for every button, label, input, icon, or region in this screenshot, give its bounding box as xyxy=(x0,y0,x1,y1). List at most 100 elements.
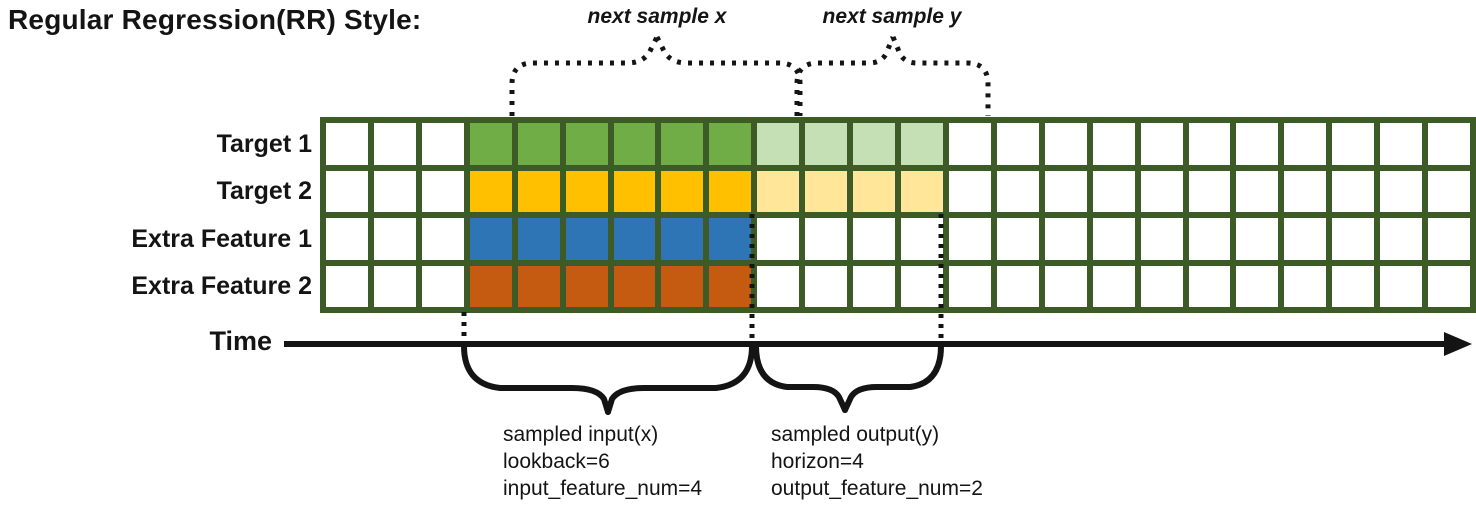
grid-cell xyxy=(1092,265,1135,307)
grid-cell xyxy=(901,170,943,212)
grid-cell xyxy=(421,170,464,212)
grid-cell xyxy=(421,218,464,260)
grid-cell xyxy=(469,170,512,212)
row-label-target-2: Target 2 xyxy=(216,177,312,205)
grid-cell xyxy=(1332,218,1375,260)
grid-cell xyxy=(326,218,368,260)
grid-cell xyxy=(709,265,752,307)
grid-cell xyxy=(805,123,848,165)
time-axis-label: Time xyxy=(209,326,272,356)
output-feature-num-value: output_feature_num=2 xyxy=(771,477,983,500)
grid-cell xyxy=(1236,123,1279,165)
grid-cell xyxy=(996,123,1039,165)
next-sample-x-label: next sample x xyxy=(587,5,727,28)
grid-cell xyxy=(373,170,416,212)
grid-cell xyxy=(1188,123,1231,165)
grid-cell xyxy=(948,170,991,212)
grid-cell xyxy=(421,265,464,307)
grid-cell xyxy=(517,218,560,260)
grid-cell xyxy=(326,123,368,165)
grid-cell xyxy=(1140,265,1183,307)
grid-cell xyxy=(613,123,656,165)
sampled-input-caption: sampled input(x) lookback=6 input_featur… xyxy=(503,421,702,502)
grid-cell xyxy=(805,170,848,212)
grid-cell xyxy=(1188,265,1231,307)
grid-cell xyxy=(469,265,512,307)
grid-cell xyxy=(1284,218,1327,260)
grid-cell xyxy=(517,170,560,212)
grid-cell xyxy=(1332,170,1375,212)
grid-cell xyxy=(661,218,704,260)
grid-cell xyxy=(1236,170,1279,212)
figure-title: Regular Regression(RR) Style: xyxy=(8,4,422,35)
grid-cell xyxy=(1092,218,1135,260)
grid-cell xyxy=(1428,265,1470,307)
grid-cell xyxy=(1188,218,1231,260)
grid-cell xyxy=(853,218,895,260)
sampled-input-title: sampled input(x) xyxy=(503,423,659,446)
grid-cell xyxy=(1428,218,1470,260)
grid-cell xyxy=(469,218,512,260)
grid-cell xyxy=(901,218,943,260)
grid-cell xyxy=(661,170,704,212)
grid-cell xyxy=(373,265,416,307)
sample-grid xyxy=(320,117,1476,313)
grid-cell xyxy=(1044,123,1087,165)
grid-cell xyxy=(1428,170,1470,212)
grid-cell xyxy=(421,123,464,165)
grid-cell xyxy=(517,123,560,165)
row-label-extra-feature-1: Extra Feature 1 xyxy=(131,225,312,253)
lookback-value: lookback=6 xyxy=(503,450,610,473)
grid-cell xyxy=(948,265,991,307)
grid-cell xyxy=(805,265,848,307)
grid-cell xyxy=(805,218,848,260)
grid-cell xyxy=(1236,265,1279,307)
next-sample-x-brace xyxy=(509,35,803,116)
row-label-target-1: Target 1 xyxy=(216,130,312,158)
grid-cell xyxy=(1380,170,1423,212)
sampled-input-brace xyxy=(461,343,755,415)
grid-cell xyxy=(1284,265,1327,307)
sampled-output-caption: sampled output(y) horizon=4 output_featu… xyxy=(771,421,983,502)
input-feature-num-value: input_feature_num=4 xyxy=(503,477,703,500)
grid-cell xyxy=(709,123,752,165)
grid-cell xyxy=(613,218,656,260)
grid-cell xyxy=(565,170,608,212)
grid-cell xyxy=(1332,265,1375,307)
grid-cell xyxy=(565,123,608,165)
grid-cell xyxy=(1140,123,1183,165)
grid-cell xyxy=(996,170,1039,212)
grid-cell xyxy=(709,218,752,260)
grid-cell xyxy=(1380,123,1423,165)
grid-cell xyxy=(517,265,560,307)
grid-cell xyxy=(661,123,704,165)
next-sample-y-label: next sample y xyxy=(822,5,962,28)
grid-cell xyxy=(1044,170,1087,212)
grid-cell xyxy=(853,265,895,307)
grid-cell xyxy=(757,218,800,260)
grid-cell xyxy=(469,123,512,165)
horizon-value: horizon=4 xyxy=(771,450,864,473)
time-axis-arrow xyxy=(284,332,1472,356)
grid-cell xyxy=(901,123,943,165)
grid-cell xyxy=(1380,265,1423,307)
sampled-output-brace xyxy=(753,343,944,413)
grid-cell xyxy=(326,265,368,307)
grid-cell xyxy=(853,170,895,212)
grid-cell xyxy=(1284,123,1327,165)
grid-cell xyxy=(565,265,608,307)
grid-cell xyxy=(709,170,752,212)
grid-cell xyxy=(1044,218,1087,260)
grid-cell xyxy=(1236,218,1279,260)
grid-cell xyxy=(1092,170,1135,212)
grid-cell xyxy=(661,265,704,307)
next-sample-y-brace xyxy=(794,36,991,116)
grid-cell xyxy=(565,218,608,260)
grid-cell xyxy=(757,170,800,212)
grid-cell xyxy=(1284,170,1327,212)
grid-cell xyxy=(613,265,656,307)
grid-cell xyxy=(373,218,416,260)
grid-cell xyxy=(1428,123,1470,165)
grid-cell xyxy=(996,265,1039,307)
